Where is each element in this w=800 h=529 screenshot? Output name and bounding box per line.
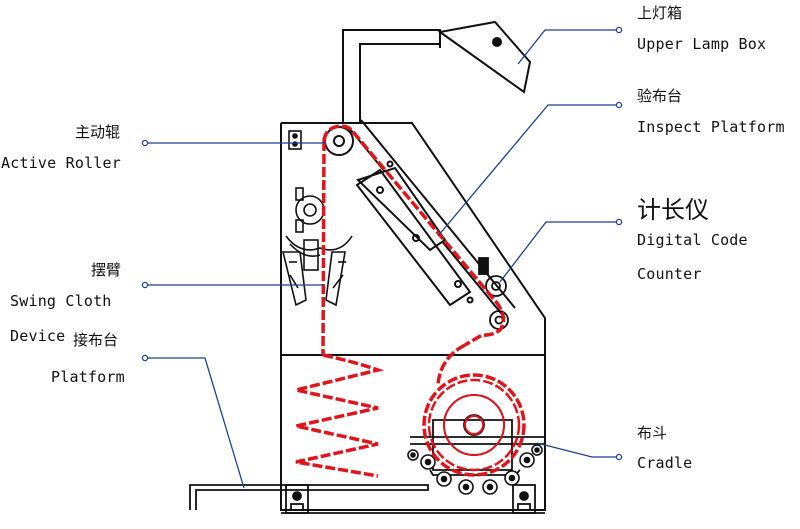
- digital-code-counter-label-en-2: Counter: [637, 265, 702, 283]
- upper-lamp-box-label-en: Upper Lamp Box: [637, 35, 767, 53]
- cradle-label-en: Cradle: [637, 454, 693, 472]
- active-roller-label-zh: 主动辊: [75, 123, 121, 141]
- frame-bolts: [288, 130, 302, 150]
- swing-cloth-device: [281, 187, 353, 307]
- active-roller-label-en: Active Roller: [1, 154, 121, 172]
- cradle-rollers: [407, 444, 543, 495]
- platform-label-zh: 接布台: [73, 331, 119, 349]
- digital-code-counter-label-zh: 计长仪: [637, 196, 709, 224]
- swing-cloth-label-zh: 摆臂: [91, 261, 122, 279]
- platform-label-en: Platform: [51, 368, 125, 386]
- inspect-platform-label-zh: 验布台: [637, 87, 683, 105]
- guide-roller-low: [489, 310, 509, 330]
- leader-lines: [148, 29, 617, 489]
- cloth-ring-marks: [443, 394, 505, 456]
- active-roller: [324, 126, 354, 156]
- machine-frame: [280, 20, 546, 511]
- upper-lamp-box-label-zh: 上灯箱: [637, 4, 683, 22]
- inspect-platform-label-en: Inspect Platform: [637, 118, 785, 136]
- swing-cloth-label-en-2: Device: [10, 327, 66, 345]
- receiving-platform: [189, 484, 429, 510]
- leader-dots: [141, 26, 623, 461]
- swing-cloth-label-en-1: Swing Cloth: [10, 292, 112, 310]
- cradle-label-zh: 布斗: [637, 424, 668, 442]
- digital-code-counter: [478, 257, 507, 297]
- digital-code-counter-label-en-1: Digital Code: [637, 231, 748, 249]
- cloth-path: [295, 124, 526, 478]
